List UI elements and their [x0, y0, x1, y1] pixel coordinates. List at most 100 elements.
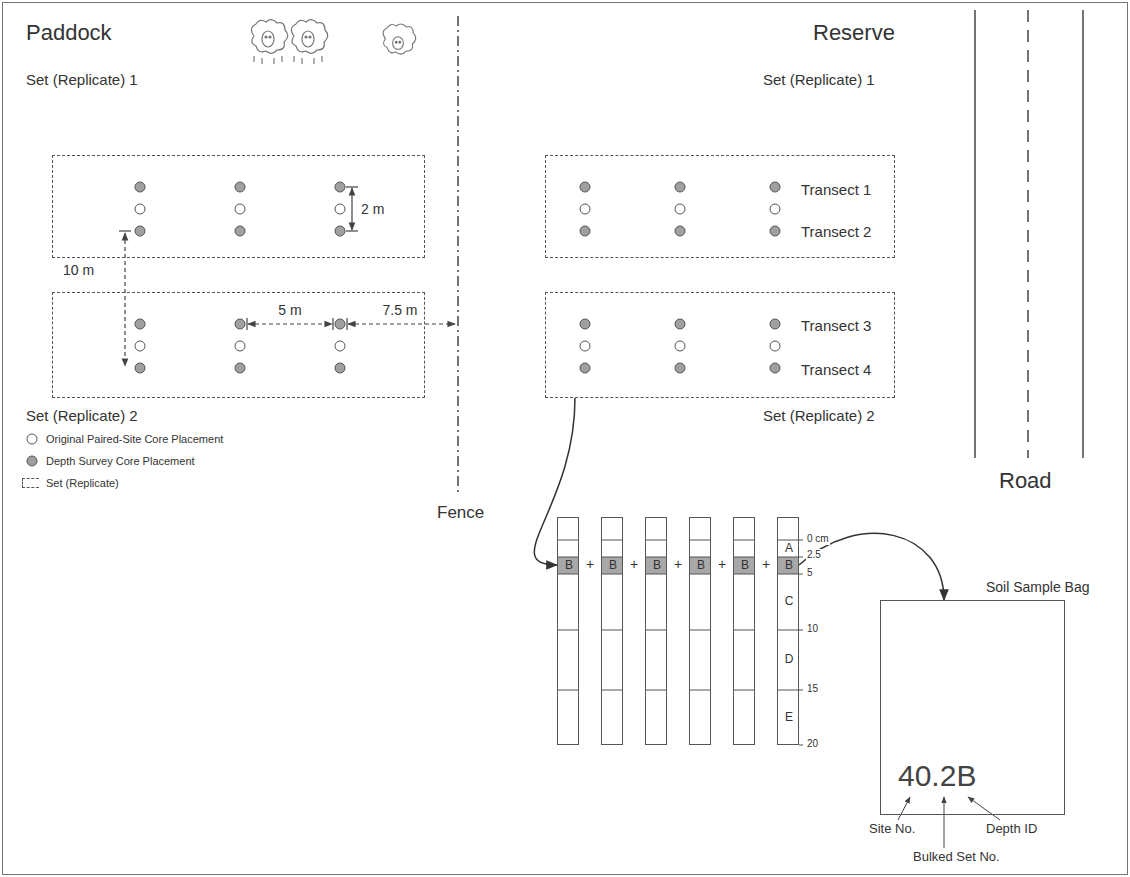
node-label: Set (Replicate) 1	[763, 71, 875, 88]
plus-sign: +	[629, 556, 639, 572]
depth-core-dot	[770, 363, 780, 373]
dimension-lines-part	[346, 230, 358, 231]
cell-divider	[645, 630, 667, 631]
soil-core: ABCDE	[777, 517, 799, 745]
cell-divider	[689, 540, 711, 541]
sheep-illustration-part-part	[251, 20, 287, 54]
depth-core-dot	[135, 226, 145, 236]
cell-divider	[733, 630, 755, 631]
bulked-depth-band	[557, 557, 579, 574]
bulked-depth-band	[689, 557, 711, 574]
depth-core-dot	[235, 226, 245, 236]
original-core-dot	[135, 341, 145, 351]
fence-line	[457, 16, 459, 495]
cell-divider	[557, 557, 579, 558]
scale-tick	[799, 630, 803, 631]
soil-core: B	[733, 517, 755, 745]
dimension-lines	[119, 187, 455, 366]
depth-id: B	[785, 559, 793, 573]
depth-scale: 15	[806, 683, 819, 695]
original-core-dot	[580, 341, 590, 351]
dimension-lines-part	[246, 318, 247, 330]
bulked-depth-band	[733, 557, 755, 574]
depth-scale: 2.5	[806, 549, 822, 561]
original-core-dot	[770, 341, 780, 351]
original-core-dot	[675, 204, 685, 214]
set-region: Set (Replicate) 1Transect 1Transect 2	[545, 155, 895, 258]
fence-line-part	[457, 16, 459, 495]
cell-divider	[733, 690, 755, 691]
node-label: Set (Replicate) 2	[763, 407, 875, 424]
depth-id: B	[741, 559, 749, 573]
depth-core-dot	[770, 182, 780, 192]
sheep-illustration-part-part	[291, 20, 327, 54]
depth-id: A	[785, 542, 793, 556]
original-core-dot	[335, 341, 345, 351]
original-core-dot	[335, 204, 345, 214]
legend-dot	[27, 434, 37, 444]
plus-sign: +	[585, 556, 595, 572]
core-depth-cells	[557, 540, 803, 745]
sheep-illustration-part-part	[294, 56, 322, 64]
road-lines-part	[1027, 10, 1029, 458]
cell-divider	[777, 690, 799, 691]
annotation: Depth ID	[985, 822, 1038, 837]
flow-arrow	[534, 398, 575, 565]
depth-core-dot	[675, 182, 685, 192]
depth-core-dot	[580, 363, 590, 373]
depth-core-dot	[675, 319, 685, 329]
region-title: Paddock	[25, 20, 113, 45]
legend-text: Set (Replicate)	[46, 477, 119, 490]
annotation: Bulked Set No.	[912, 850, 1001, 865]
original-core-dot	[135, 204, 145, 214]
set-region: Set (Replicate) 2	[52, 292, 425, 398]
legend-text: Original Paired-Site Core Placement	[46, 433, 223, 446]
annotation: Site No.	[868, 822, 916, 837]
depth-core-dot	[675, 363, 685, 373]
sample-bag: Soil Sample Bag40.2B	[880, 600, 1065, 815]
soil-core: B	[689, 517, 711, 745]
cell-divider	[733, 557, 755, 558]
cell-divider	[645, 690, 667, 691]
legend-swatch	[22, 478, 39, 488]
dimension: 2 m	[360, 201, 385, 217]
sheep-illustration-part-part	[302, 31, 314, 47]
plus-sign: +	[717, 556, 727, 572]
leader-lines-part	[898, 797, 910, 820]
dimension-lines-part	[124, 233, 125, 366]
dimension-lines-part	[119, 230, 131, 231]
sheep-illustration-part-part	[305, 36, 307, 38]
soil-core: B	[601, 517, 623, 745]
dimension-lines-part	[248, 323, 332, 324]
sample-code: 40.2B	[898, 759, 976, 794]
node-label: Transect 3	[801, 317, 871, 334]
depth-id: D	[785, 653, 794, 667]
cell-divider	[601, 690, 623, 691]
cell-divider	[557, 690, 579, 691]
leader-lines-part	[968, 797, 1000, 820]
cell-divider	[689, 630, 711, 631]
depth-core-dot	[675, 226, 685, 236]
scale-tick	[799, 557, 803, 558]
dimension-lines-part	[346, 318, 347, 330]
depth-scale: 0 cm	[806, 533, 830, 545]
sheep-illustration-part-part	[309, 36, 311, 38]
depth-core-dot	[235, 182, 245, 192]
cell-divider	[601, 557, 623, 558]
depth-core-dot	[235, 363, 245, 373]
cell-divider	[601, 630, 623, 631]
scale-tick	[799, 540, 803, 541]
node-label: Transect 1	[801, 181, 871, 198]
sheep-illustration-part-part	[254, 56, 282, 64]
legend-dot	[27, 456, 37, 466]
legend-swatch	[26, 455, 38, 467]
dimension: 7.5 m	[381, 302, 418, 318]
cell-divider	[557, 540, 579, 541]
depth-core-dot	[770, 319, 780, 329]
sheep-illustration-part-part	[269, 36, 271, 38]
road-lines-part	[974, 10, 976, 458]
depth-id: B	[653, 559, 661, 573]
depth-core-dot	[580, 319, 590, 329]
depth-core-dot	[335, 319, 345, 329]
